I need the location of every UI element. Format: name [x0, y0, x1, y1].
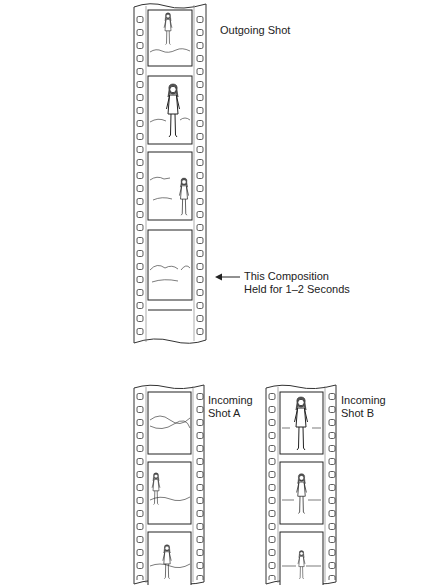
- incoming-a-film-strip: [134, 385, 206, 585]
- caption-label: Incoming Shot B: [341, 394, 395, 420]
- pointer-arrow: [215, 274, 240, 281]
- caption-label: Incoming Shot A: [208, 394, 262, 420]
- incoming-b-film-strip: [266, 385, 338, 585]
- caption-label: Outgoing Shot: [220, 24, 330, 37]
- caption-label: This Composition Held for 1–2 Seconds: [244, 270, 354, 296]
- outgoing-film-strip: [134, 4, 206, 344]
